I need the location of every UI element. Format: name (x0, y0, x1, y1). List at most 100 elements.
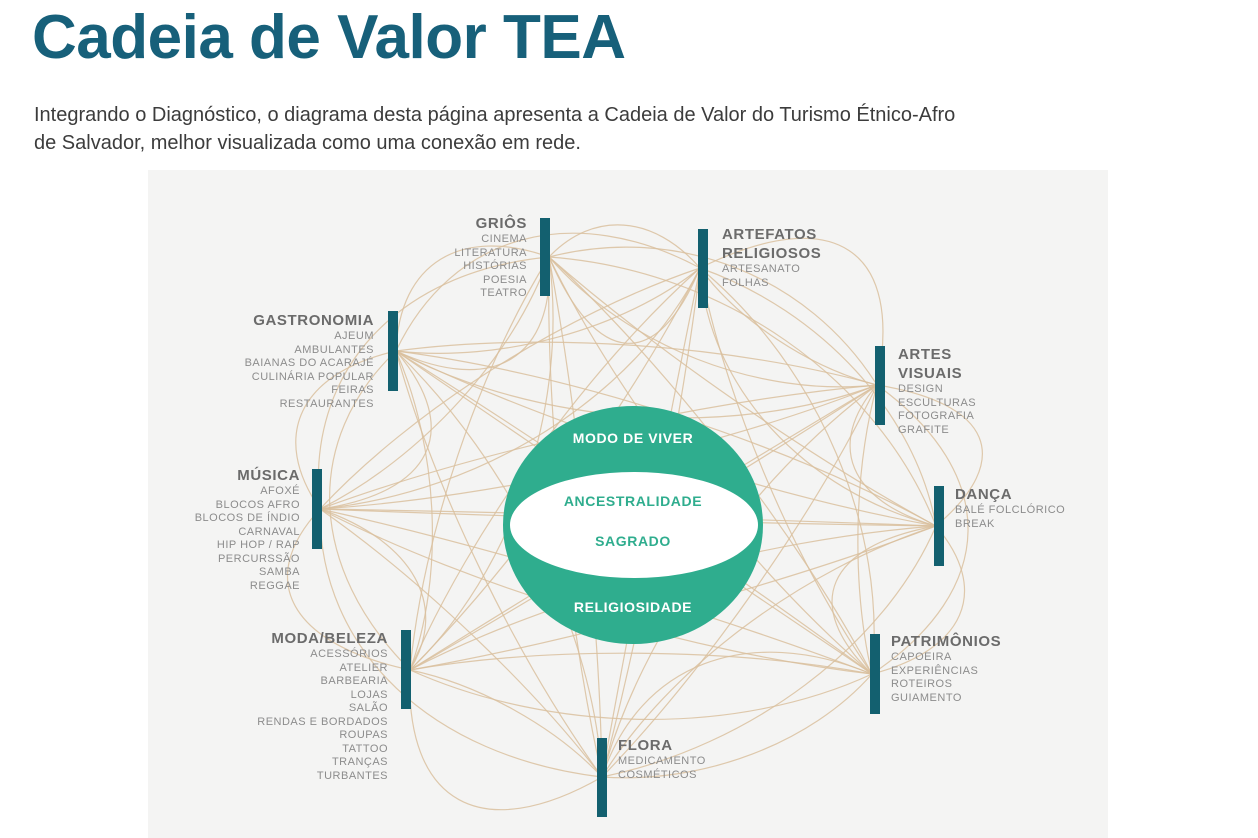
bar-patrimonios (870, 634, 880, 714)
network-link (395, 232, 701, 352)
category-title: ARTEFATOS (722, 226, 817, 243)
network-link (286, 508, 411, 671)
category-item: BARBEARIA (320, 675, 388, 687)
network-link (601, 525, 937, 778)
network-link (409, 669, 603, 811)
network-link (319, 267, 701, 510)
category-item: ROUPAS (339, 729, 388, 741)
bar-gastronomia (388, 311, 398, 391)
category-item: BAIANAS DO ACARAJÉ (244, 357, 374, 369)
network-link (601, 525, 937, 778)
category-artes: ARTES VISUAIS DESIGN ESCULTURAS FOTOGRAF… (898, 345, 976, 437)
intro-line-2: de Salvador, melhor visualizada como uma… (34, 132, 581, 154)
bar-artefatos (698, 229, 708, 308)
category-item: REGGAE (249, 579, 300, 592)
category-item: DESIGN (898, 383, 944, 395)
category-item: RESTAURANTES (279, 397, 374, 410)
category-item: FOLHAS (722, 276, 770, 289)
network-link (601, 651, 873, 778)
network-link (319, 267, 701, 510)
network-link (409, 652, 873, 675)
category-title: ARTES (898, 346, 952, 363)
category-item: BALÉ FOLCLÓRICO (955, 504, 1066, 516)
network-link (548, 256, 878, 388)
category-title: GASTRONOMIA (253, 312, 374, 329)
network-link (871, 384, 969, 675)
category-item: ROTEIROS (891, 678, 953, 690)
category-item: BLOCOS DE ÍNDIO (194, 512, 300, 524)
network-link (699, 237, 884, 386)
center-ellipse (510, 472, 758, 578)
category-title: DANÇA (955, 486, 1013, 503)
bar-grios (540, 218, 550, 296)
category-item: ACESSÓRIOS (310, 648, 388, 660)
network-link (699, 267, 875, 675)
intro-line-1: Integrando o Diagnóstico, o diagrama des… (34, 104, 956, 126)
center-inner-label-2: SAGRADO (595, 533, 671, 549)
category-title: RELIGIOSOS (722, 245, 822, 262)
network-link (317, 256, 550, 510)
network-link (319, 508, 427, 671)
bar-musica (312, 469, 322, 549)
page-title: Cadeia de Valor TEA (32, 3, 626, 72)
category-gastronomia: GASTRONOMIA AJEUM AMBULANTES BAIANAS DO … (245, 311, 374, 411)
category-patrimonios: PATRIMÔNIOS CAPOEIRA EXPERIÊNCIAS ROTEIR… (891, 632, 1001, 705)
network-link (395, 341, 878, 386)
center-inner-label-1: ANCESTRALIDADE (563, 493, 703, 509)
network-link (548, 256, 937, 527)
category-item: EXPERIÊNCIAS (891, 664, 979, 677)
category-item: FOTOGRAFIA (898, 410, 975, 422)
network-link (876, 384, 983, 527)
category-item: TATTOO (342, 742, 388, 755)
bar-flora (597, 738, 607, 817)
network-link (319, 508, 603, 778)
category-item: MEDICAMENTO (618, 755, 706, 767)
category-item: CINEMA (481, 233, 527, 245)
network-link (699, 267, 937, 527)
network-link (857, 384, 878, 675)
network-link (601, 673, 873, 779)
category-item: AMBULANTES (294, 343, 374, 356)
network-link (699, 267, 873, 675)
network-link (409, 669, 873, 721)
intro-text: Integrando o Diagnóstico, o diagrama des… (34, 101, 1184, 157)
category-item: ARTESANATO (722, 263, 801, 275)
network-link (699, 267, 878, 386)
category-danca: DANÇA BALÉ FOLCLÓRICO BREAK (955, 485, 1065, 531)
category-moda: MODA/BELEZA ACESSÓRIOS ATELIER BARBEARIA… (257, 629, 388, 783)
center-bottom-label: RELIGIOSIDADE (573, 599, 693, 615)
category-item: BLOCOS AFRO (215, 498, 300, 511)
category-title: PATRIMÔNIOS (891, 633, 1002, 650)
category-item: SALÃO (348, 702, 388, 714)
category-item: HIP HOP / RAP (216, 539, 300, 551)
category-item: CULINÁRIA POPULAR (251, 370, 374, 383)
category-flora: FLORA MEDICAMENTO COSMÉTICOS (618, 736, 706, 782)
category-item: CARNAVAL (238, 525, 300, 538)
category-item: TRANÇAS (331, 756, 388, 768)
category-item: FEIRAS (331, 384, 374, 396)
network-link (409, 256, 550, 671)
category-item: CAPOEIRA (891, 651, 952, 663)
category-item: POESIA (483, 273, 527, 286)
network-link (319, 508, 603, 778)
network-link (831, 525, 937, 675)
category-item: PERCURSSÃO (217, 552, 300, 565)
category-item: BREAK (955, 517, 995, 530)
category-title: MODA/BELEZA (271, 630, 388, 647)
network-link (548, 246, 878, 386)
center-top-label: MODO DE VIVER (572, 430, 694, 446)
category-item: GRAFITE (898, 423, 950, 436)
category-item: ATELIER (339, 661, 388, 674)
category-item: RENDAS E BORDADOS (257, 715, 388, 728)
network-link (295, 350, 397, 510)
bar-moda (401, 630, 411, 709)
category-artefatos: ARTEFATOS RELIGIOSOS ARTESANATO FOLHAS (722, 225, 821, 290)
category-item: COSMÉTICOS (618, 768, 697, 781)
network-link (319, 256, 550, 510)
network-link (871, 525, 965, 675)
category-item: LOJAS (350, 688, 388, 701)
category-item: TURBANTES (316, 769, 388, 782)
category-item: SAMBA (258, 566, 300, 578)
category-grios: GRIÔS CINEMA LITERATURA HISTÓRIAS POESIA… (454, 214, 527, 301)
category-item: AFOXÉ (260, 485, 300, 497)
